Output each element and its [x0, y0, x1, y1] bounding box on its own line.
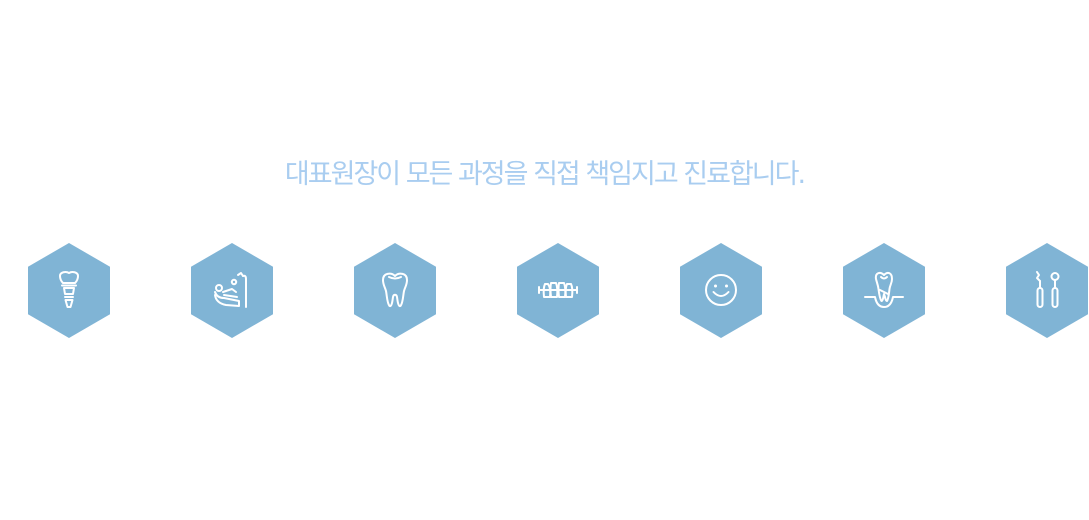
- hexagon-shape: [843, 243, 925, 338]
- smile-icon: [701, 270, 741, 310]
- hexagon-shape: [28, 243, 110, 338]
- service-hex-gum[interactable]: [843, 243, 925, 338]
- service-hex-braces[interactable]: [517, 243, 599, 338]
- page-headline: 대표원장이 모든 과정을 직접 책임지고 진료합니다.: [284, 159, 806, 190]
- hexagon-shape: [191, 243, 273, 338]
- implant-icon: [49, 270, 89, 310]
- dental-chair-icon: [212, 270, 252, 310]
- service-hex-tools[interactable]: [1006, 243, 1088, 338]
- braces-icon: [538, 270, 578, 310]
- service-icon-row: [0, 243, 1089, 338]
- dental-tools-icon: [1027, 270, 1067, 310]
- tooth-icon: [375, 270, 415, 310]
- hexagon-shape: [680, 243, 762, 338]
- service-hex-chair[interactable]: [191, 243, 273, 338]
- service-hex-implant[interactable]: [28, 243, 110, 338]
- hexagon-shape: [1006, 243, 1088, 338]
- gum-tooth-icon: [864, 270, 904, 310]
- hexagon-shape: [354, 243, 436, 338]
- service-hex-tooth[interactable]: [354, 243, 436, 338]
- service-hex-smile[interactable]: [680, 243, 762, 338]
